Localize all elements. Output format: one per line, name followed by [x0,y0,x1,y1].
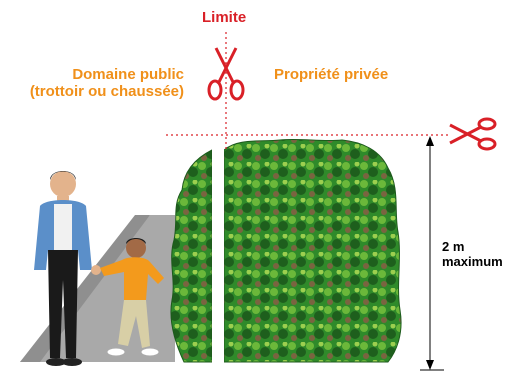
public-domain-line1: Domaine public [72,66,184,83]
limit-label: Limite [202,9,247,26]
public-domain-line2: (trottoir ou chaussée) [29,83,184,101]
child-figure [100,238,164,357]
hedge-private-side [223,138,402,363]
height-note: maximum [442,253,503,269]
man-figure [34,171,101,366]
boundary-post [212,140,224,366]
height-arrow [420,136,444,371]
scissors-icon-top [207,47,245,101]
hedge-public-side [170,149,213,363]
max-height-label: 2 m maximum [442,239,510,270]
height-value: 2 m [442,239,465,254]
scissors-icon-right [449,117,497,151]
private-property-label: Propriété privée [274,66,389,83]
public-domain-label: Domaine public (trottoir ou chaussée) [6,66,184,101]
